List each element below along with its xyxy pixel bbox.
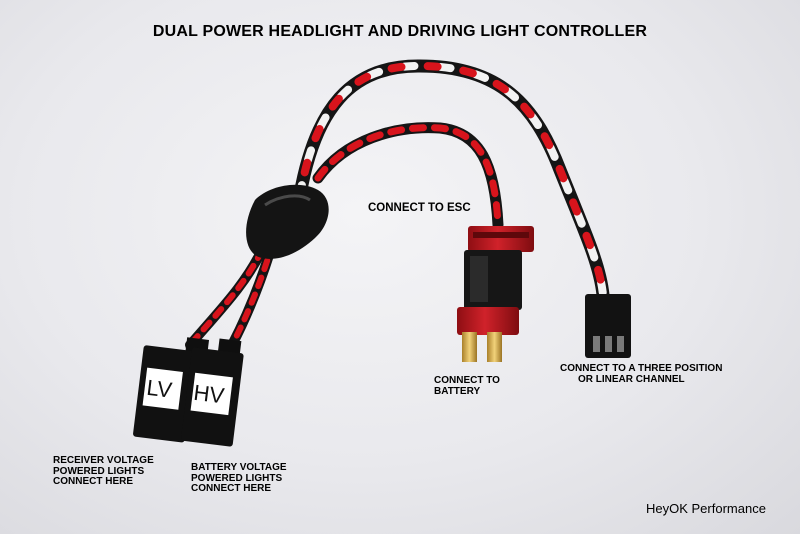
label-connect-battery: CONNECT TO BATTERY bbox=[434, 375, 500, 397]
label-connect-channel: CONNECT TO A THREE POSITION OR LINEAR CH… bbox=[560, 363, 723, 385]
lv-connector bbox=[133, 337, 210, 443]
lv-tag: LV bbox=[145, 375, 173, 403]
label-line: POWERED LIGHTS bbox=[53, 465, 145, 477]
label-battery-lights: BATTERY VOLTAGE POWERED LIGHTS CONNECT H… bbox=[191, 462, 287, 495]
label-line: BATTERY bbox=[434, 385, 481, 397]
brand-watermark: HeyOK Performance bbox=[646, 501, 766, 516]
deans-connector bbox=[457, 226, 534, 362]
label-line: RECEIVER VOLTAGE bbox=[53, 455, 154, 466]
label-line: CONNECT HERE bbox=[53, 476, 134, 487]
label-line: CONNECT TO A THREE POSITION bbox=[560, 363, 723, 374]
label-receiver-lights: RECEIVER VOLTAGE POWERED LIGHTS CONNECT … bbox=[53, 455, 154, 488]
label-line: OR LINEAR CHANNEL bbox=[578, 373, 685, 385]
label-connect-esc: CONNECT TO ESC bbox=[368, 202, 471, 214]
hv-tag: HV bbox=[192, 380, 226, 409]
servo-lead-wire bbox=[293, 59, 610, 302]
label-line: CONNECT HERE bbox=[191, 483, 272, 494]
page-title: DUAL POWER HEADLIGHT AND DRIVING LIGHT C… bbox=[152, 23, 648, 40]
servo-plug bbox=[585, 294, 631, 358]
label-line: BATTERY VOLTAGE bbox=[191, 462, 287, 473]
hv-connector bbox=[181, 338, 244, 447]
label-line: CONNECT TO bbox=[434, 375, 500, 386]
light-leads-wire bbox=[185, 245, 275, 350]
junction-heatshrink bbox=[246, 184, 329, 259]
label-line: POWERED LIGHTS bbox=[191, 472, 283, 484]
esc-lead-wire bbox=[312, 122, 504, 231]
